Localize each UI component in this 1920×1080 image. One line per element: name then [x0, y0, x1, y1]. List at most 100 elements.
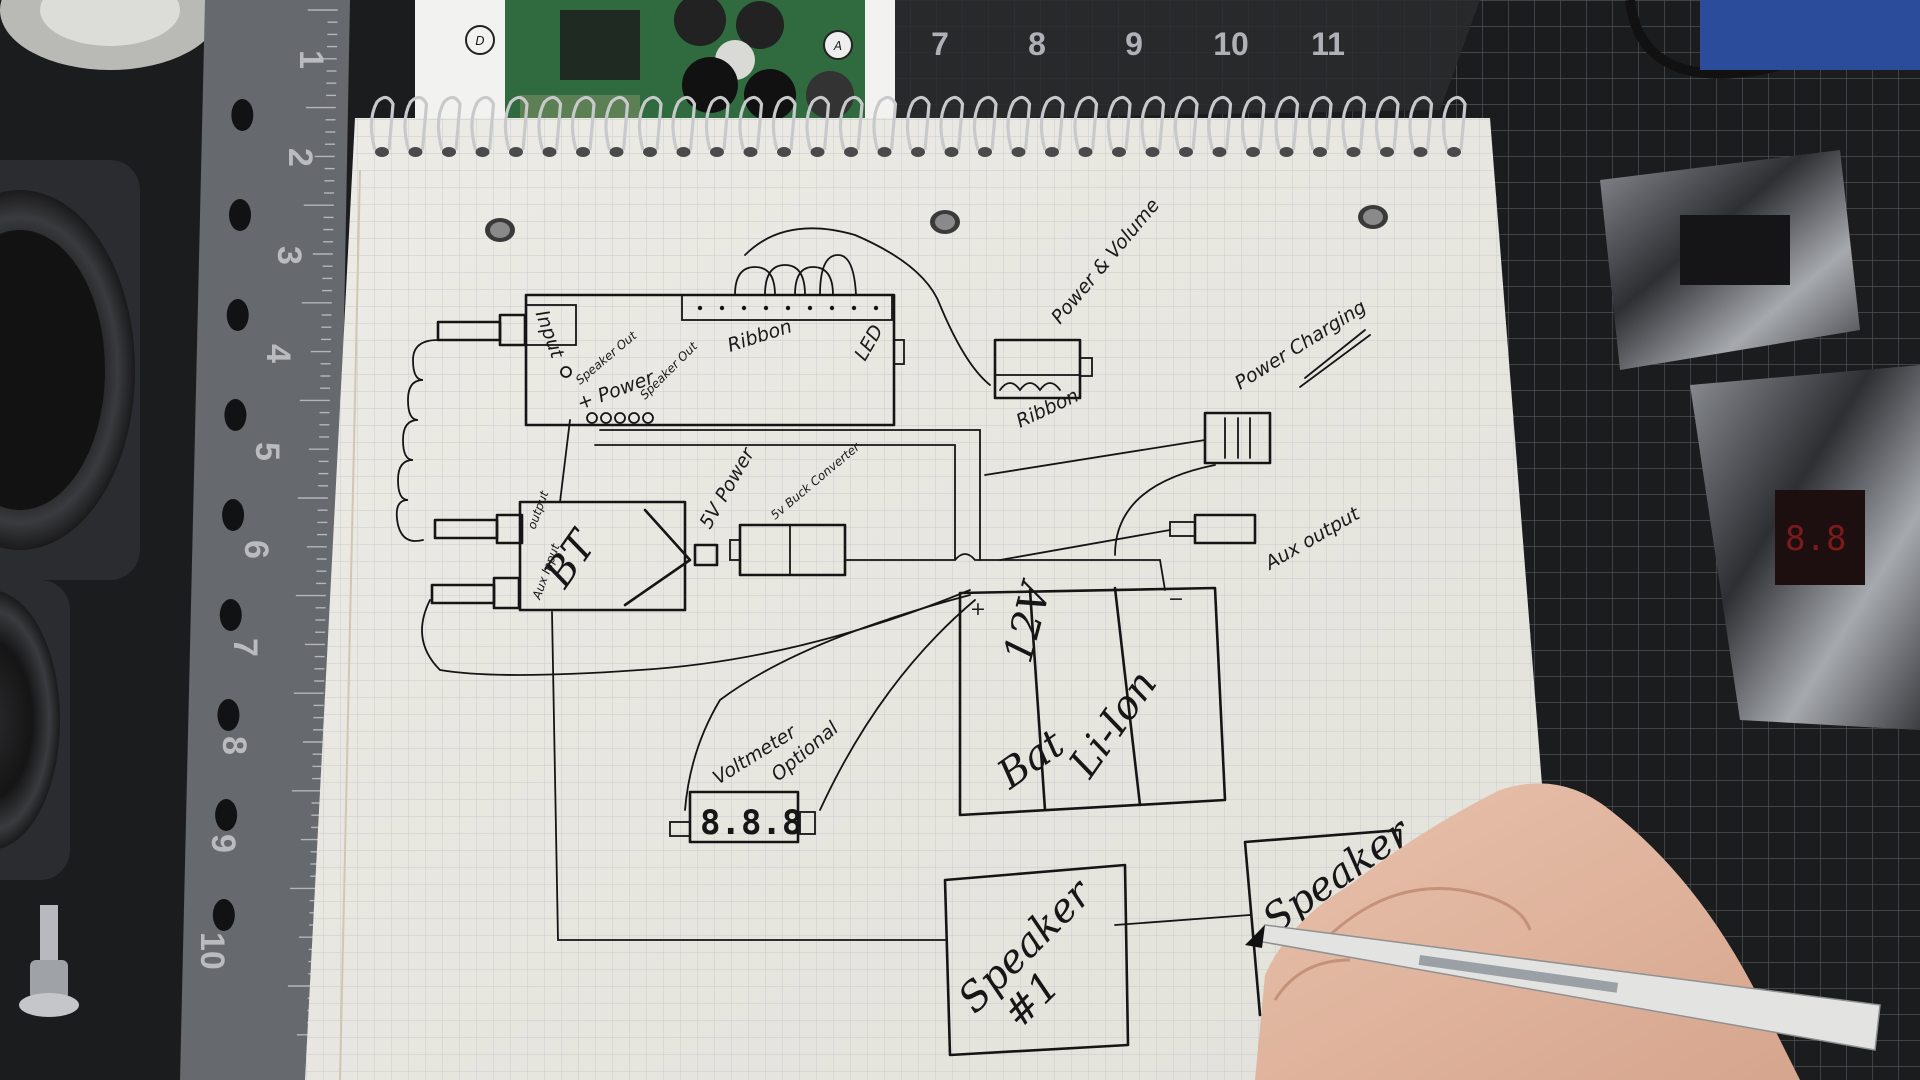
ribbon-pin	[763, 305, 769, 311]
spiral-hole	[1313, 147, 1327, 157]
ribbon-pin	[697, 305, 703, 311]
spiral-hole	[810, 147, 825, 157]
spiral-coil	[905, 95, 931, 151]
spiral-coil	[537, 95, 563, 151]
notebook-page	[305, 118, 1565, 1080]
audio-jack-part	[19, 905, 79, 1017]
spiral-coil	[1039, 95, 1065, 151]
amp-power-pin	[586, 412, 598, 424]
top-ruler-number: 10	[1213, 26, 1249, 62]
solder-spool	[0, 0, 220, 70]
side-ruler-hole	[217, 699, 240, 731]
component-bag-top	[1600, 150, 1860, 370]
spiral-hole	[1045, 147, 1059, 157]
amp-power-pin	[642, 412, 654, 424]
side-ruler-hole	[224, 399, 247, 431]
spiral-binding	[369, 95, 1467, 157]
pcb-label-d-text: D	[475, 34, 484, 48]
spiral-coil	[570, 95, 596, 151]
hand-holding-pen	[1245, 783, 1881, 1080]
spiral-hole	[1413, 147, 1428, 157]
spiral-hole	[978, 147, 992, 157]
spiral-coil	[838, 95, 864, 151]
side-ruler-hole	[231, 99, 254, 131]
spiral-hole	[944, 147, 959, 157]
pcb-label-a-text: A	[833, 39, 842, 53]
spiral-hole	[1179, 147, 1193, 157]
spiral-coil	[503, 95, 529, 151]
spiral-coil	[470, 95, 496, 151]
top-ruler-number: 11	[1311, 26, 1345, 62]
spiral-coil	[1207, 95, 1233, 151]
spiral-coil	[1006, 95, 1032, 151]
ribbon-pin	[741, 305, 747, 311]
amp-power-pin	[628, 412, 640, 424]
spiral-hole	[1447, 147, 1461, 157]
wires	[421, 419, 1251, 941]
top-ruler-number: 8	[1028, 26, 1046, 62]
ribbon-pin	[829, 305, 835, 311]
side-ruler-number: 7	[226, 638, 264, 657]
pcb-module: D A	[415, 0, 895, 130]
spiral-coil	[872, 95, 898, 151]
side-ruler-number: 6	[237, 540, 275, 559]
side-ruler-number: 8	[215, 736, 253, 755]
spiral-hole	[844, 147, 858, 157]
ribbon-pin	[719, 305, 725, 311]
spiral-hole	[743, 147, 758, 157]
spiral-coil	[1274, 95, 1300, 151]
pcb-label-a	[823, 30, 853, 60]
bagged-voltmeter-display: 8.8	[1785, 519, 1846, 559]
punch-holes	[485, 205, 1388, 242]
spiral-coil	[1441, 95, 1467, 151]
ribbon-pin	[873, 305, 879, 311]
spiral-hole	[1011, 147, 1026, 157]
spiral-hole	[1078, 147, 1093, 157]
spiral-hole	[643, 147, 657, 157]
spiral-hole	[1346, 147, 1361, 157]
spiral-coil	[1106, 95, 1132, 151]
speaker-driver-top	[0, 160, 140, 580]
spiral-coil	[1341, 95, 1367, 151]
ribbon-pin	[851, 305, 857, 311]
ribbon-pin	[807, 305, 813, 311]
side-ruler-number: 4	[259, 344, 297, 363]
side-ruler-number: 3	[270, 246, 308, 265]
top-ruler-number: 9	[1125, 26, 1143, 62]
spiral-coil	[1240, 95, 1266, 151]
spiral-hole	[1212, 147, 1227, 157]
battery-plus-label: +	[970, 598, 986, 620]
spiral-coil	[637, 95, 663, 151]
side-ruler-number: 5	[248, 442, 286, 461]
side-ruler-number: 9	[204, 834, 242, 853]
side-ruler-number: 1	[292, 50, 330, 69]
spiral-coil	[771, 95, 797, 151]
spiral-hole	[877, 147, 892, 157]
spiral-coil	[671, 95, 697, 151]
side-ruler-number: 10	[193, 932, 231, 970]
spiral-coil	[604, 95, 630, 151]
spiral-hole	[475, 147, 490, 157]
spiral-coil	[1307, 95, 1333, 151]
spiral-coil	[1140, 95, 1166, 151]
spiral-hole	[911, 147, 925, 157]
side-ruler-hole	[229, 199, 252, 231]
spiral-coil	[939, 95, 965, 151]
spiral-hole	[1145, 147, 1160, 157]
spiral-coil	[436, 95, 462, 151]
spiral-hole	[676, 147, 691, 157]
spiral-hole	[375, 147, 389, 157]
spiral-coil	[369, 95, 395, 151]
spiral-hole	[576, 147, 590, 157]
side-ruler-hole	[212, 899, 235, 931]
aux-plugs-left	[395, 313, 527, 610]
spiral-hole	[1380, 147, 1394, 157]
spiral-coil	[1073, 95, 1099, 151]
spiral-hole	[710, 147, 724, 157]
spiral-coil	[972, 95, 998, 151]
amp-power-pin	[600, 412, 612, 424]
spiral-coil	[1408, 95, 1434, 151]
